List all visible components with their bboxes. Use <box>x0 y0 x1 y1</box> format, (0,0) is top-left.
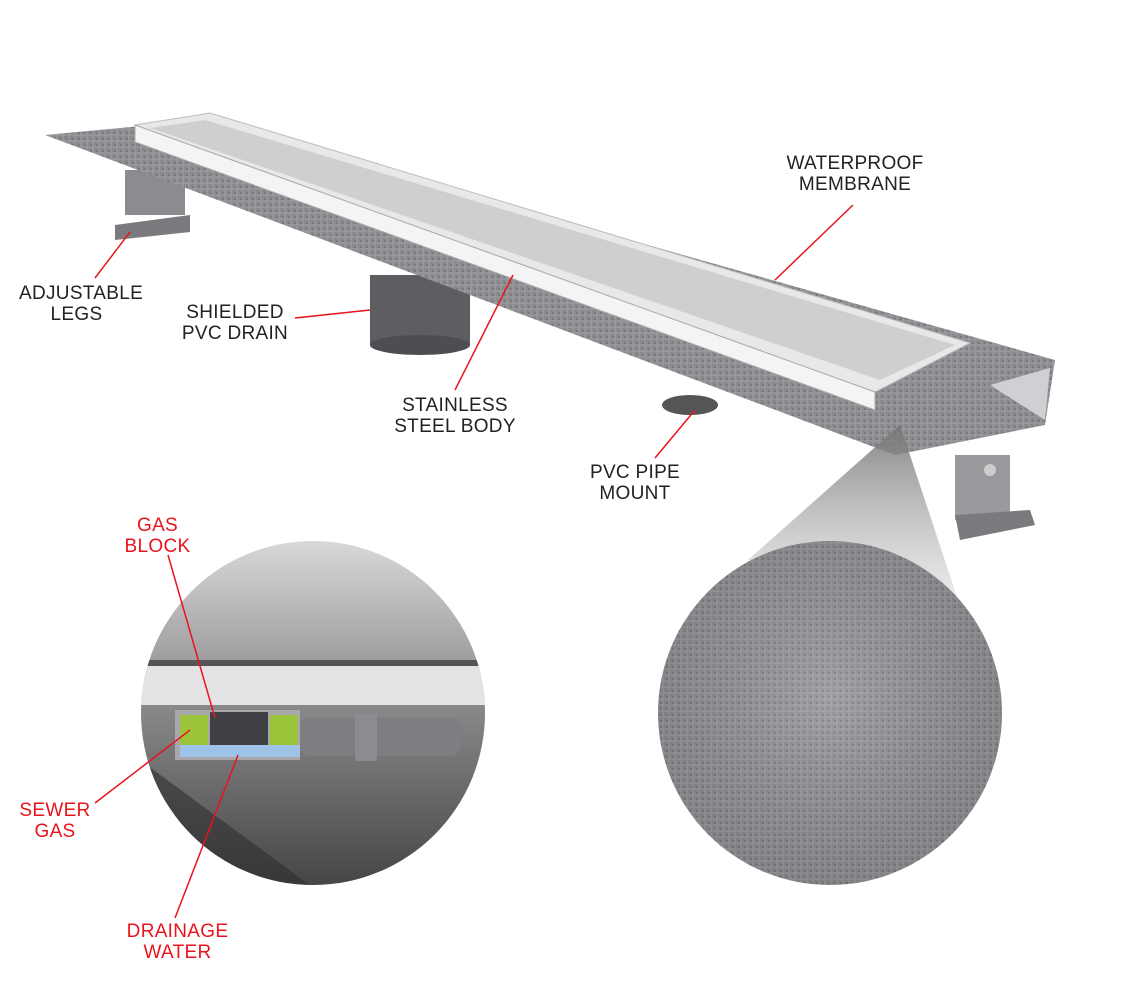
label-line: PVC DRAIN <box>181 323 289 344</box>
label-line: SEWER <box>19 800 91 821</box>
label-stainless-steel-body: STAINLESS STEEL BODY <box>385 395 525 437</box>
label-waterproof-membrane: WATERPROOF MEMBRANE <box>780 153 930 195</box>
label-adjustable-legs: ADJUSTABLE LEGS <box>10 283 143 325</box>
stainless-steel-body <box>134 112 972 411</box>
label-line: GAS <box>34 821 76 842</box>
label-line: STAINLESS <box>402 395 508 416</box>
label-line: GAS <box>136 515 179 536</box>
label-gas-block: GAS BLOCK <box>110 515 205 557</box>
label-line: STEEL BODY <box>394 416 516 437</box>
label-line: LEGS <box>50 304 103 325</box>
label-line: ADJUSTABLE <box>19 283 143 304</box>
label-line: MOUNT <box>599 483 671 504</box>
gas-block-cutaway <box>141 541 485 885</box>
adjustable-leg-right <box>955 455 1035 540</box>
label-line: WATER <box>143 942 212 963</box>
label-line: BLOCK <box>124 536 191 557</box>
label-pvc-pipe-mount: PVC PIPE MOUNT <box>575 462 695 504</box>
label-shielded-pvc-drain: SHIELDED PVC DRAIN <box>170 302 300 344</box>
label-line: DRAINAGE <box>126 921 229 942</box>
label-line: SHIELDED <box>186 302 284 323</box>
membrane-corner <box>990 368 1050 420</box>
label-line: WATERPROOF <box>786 153 924 174</box>
membrane-texture-closeup <box>658 541 1002 885</box>
label-line: PVC PIPE <box>589 462 681 483</box>
label-drainage-water: DRAINAGE WATER <box>110 921 245 963</box>
label-line: MEMBRANE <box>798 174 912 195</box>
leader-lines <box>94 204 854 919</box>
label-sewer-gas: SEWER GAS <box>10 800 100 842</box>
